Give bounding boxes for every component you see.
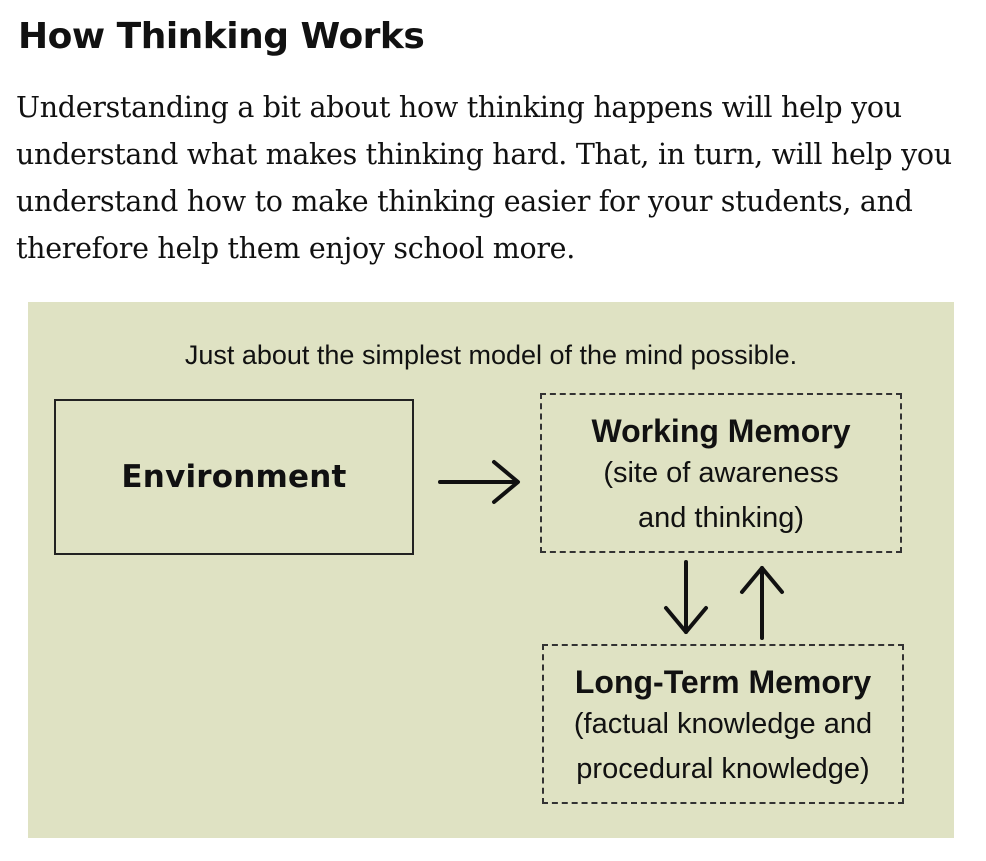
long-term-memory-title: Long-Term Memory — [574, 664, 872, 700]
working-memory-title: Working Memory — [591, 413, 851, 449]
long-term-memory-box: Long-Term Memory (factual knowledge and … — [542, 644, 904, 804]
environment-box: Environment — [54, 399, 414, 555]
arrow-layer — [438, 460, 784, 640]
working-memory-subtitle-1: (site of awareness — [603, 457, 839, 489]
working-memory-box: Working Memory (site of awareness and th… — [540, 393, 902, 553]
long-term-memory-subtitle-2: procedural knowledge) — [576, 753, 870, 785]
arrow-environment-to-working-memory — [438, 460, 520, 504]
figure-caption: Just about the simplest model of the min… — [184, 340, 798, 370]
long-term-memory-subtitle-1: (factual knowledge and — [573, 708, 873, 740]
arrow-long-term-to-working-memory — [740, 566, 784, 640]
arrow-working-to-long-term-memory — [664, 560, 708, 634]
mind-model-figure: Just about the simplest model of the min… — [28, 302, 954, 838]
section-heading: How Thinking Works — [18, 16, 425, 57]
working-memory-subtitle-2: and thinking) — [637, 502, 805, 534]
environment-label: Environment — [121, 459, 347, 495]
intro-paragraph: Understanding a bit about how thinking h… — [16, 91, 952, 265]
